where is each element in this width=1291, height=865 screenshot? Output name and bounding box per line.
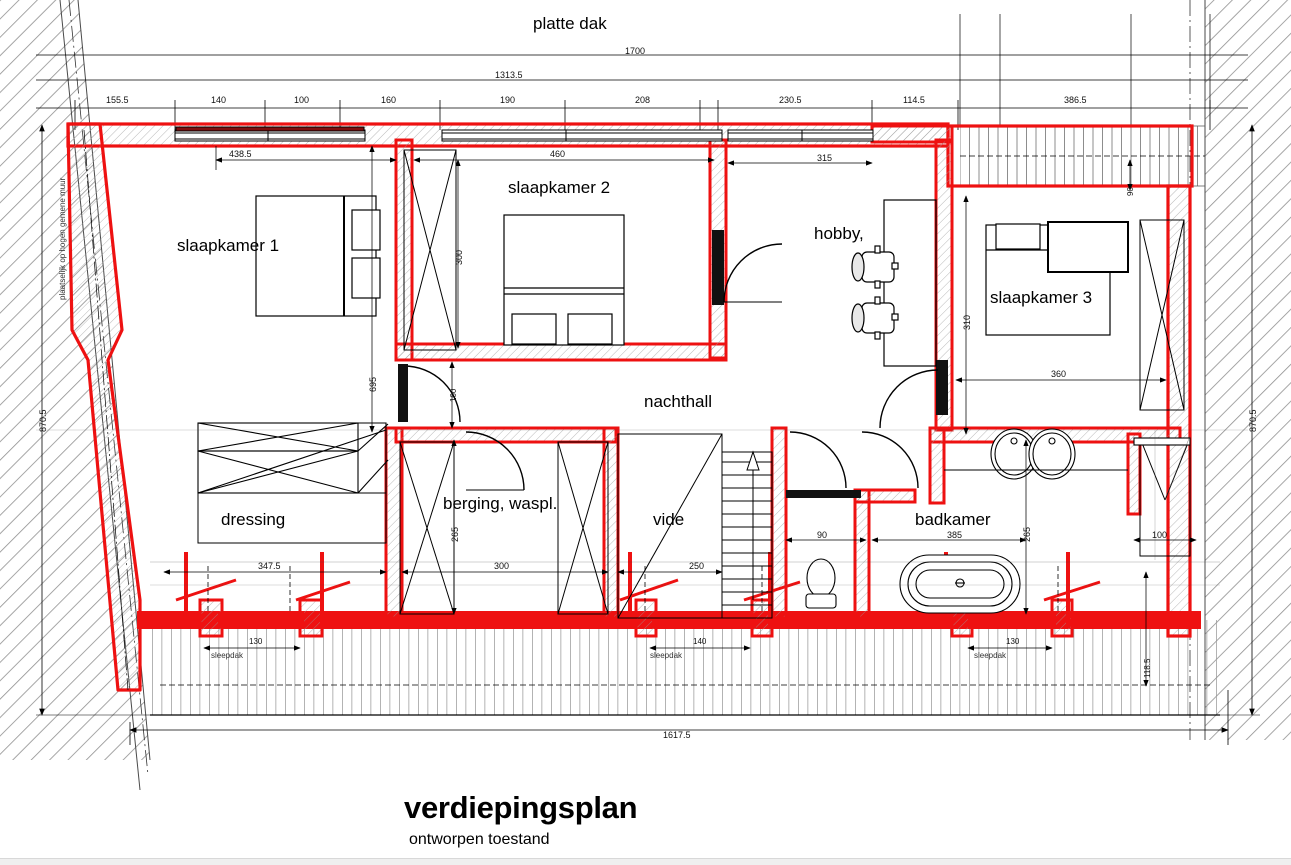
dim-right-height: 870.5 [1248,409,1258,432]
dim-slaapkamer3-depth: 310 [962,314,972,330]
chair-icon [851,245,899,289]
dim-berging-depth: 265 [450,526,460,542]
dim-left-height: 870.5 [38,409,48,432]
dormer-1-label: sleepdak [650,651,683,660]
dim-hobby-width: 315 [817,153,833,163]
staircase [721,450,773,619]
interior-walls [384,124,1182,620]
room-label-badkamer: badkamer [915,510,991,529]
dim-dormer-0-width: 130 [249,637,263,646]
windows [174,126,874,142]
top-construction-lines [36,14,1248,125]
furniture-slaapkamer-1 [255,195,381,317]
dim-chain-2: 100 [294,95,310,105]
dim-slaapkamer2-width: 460 [550,149,566,159]
toilet-fixture [805,558,837,609]
room-label-slaapkamer-3: slaapkamer 3 [990,288,1093,307]
dim-chain-8: 386.5 [1064,95,1087,105]
dim-badkamer-width: 385 [947,530,963,540]
room-label-hobby: hobby, [814,224,864,243]
room-label-dressing: dressing [221,510,286,529]
furniture-dressing [197,422,389,544]
dim-badkamer-depth: 265 [1022,526,1032,542]
roof-slats-right [960,125,1205,187]
dim-slaapkamer1-width: 438.5 [229,149,252,159]
exterior-walls [66,122,1201,692]
dim-chain-4: 190 [500,95,516,105]
dormer-0-label: sleepdak [211,651,244,660]
dim-right-strip: 100 [1152,530,1168,540]
dim-chain-1: 140 [211,95,227,105]
dim-roof-edge: 90 [1126,187,1135,196]
room-label-vide: vide [653,510,685,529]
closet-x-symbols [399,149,1191,615]
dormer-2-label: sleepdak [974,651,1007,660]
drawing-subtitle: ontworpen toestand [409,831,550,848]
door-swings [398,243,939,491]
furniture-slaapkamer-2 [503,214,625,346]
dim-chain-3: 160 [381,95,397,105]
room-label-berging: berging, waspl. [443,494,558,513]
dim-bottom-right-offset: 118.5 [1143,658,1152,678]
dim-dormer-1-width: 140 [693,637,707,646]
chair-icon [851,296,899,340]
bathtub-fixture [899,554,1021,614]
dim-chain-7: 114.5 [903,95,925,105]
dim-slaapkamer1-depth: 695 [368,376,378,392]
dim-slaapkamer2-depth: 300 [454,249,464,265]
dim-berging-width: 300 [494,561,510,571]
room-label-slaapkamer-1: slaapkamer 1 [177,236,280,255]
platte-dak-label: platte dak [533,14,607,33]
footer-strip [0,858,1291,865]
room-label-slaapkamer-2: slaapkamer 2 [508,178,611,197]
furniture-slaapkamer-3 [985,221,1129,336]
interior-dimension-lines [163,145,1197,687]
dim-top-second: 1313.5 [495,70,523,80]
dim-dormer-2-width: 130 [1006,637,1020,646]
dim-dressing-width: 347.5 [258,561,281,571]
dim-chain-5: 208 [635,95,651,105]
room-label-nachthall: nachthall [644,392,713,411]
roof-slats-bottom [150,620,1220,716]
dim-bottom-overall: 1617.5 [663,730,691,740]
dim-door-gap: 100 [449,388,458,402]
dim-chain-6: 230.5 [779,95,802,105]
party-wall-note: plaatselijk op hogen gemene muur [58,177,67,300]
dim-slaapkamer3-width: 360 [1051,369,1067,379]
drawing-title: verdiepingsplan [404,790,638,825]
dim-wc-width: 90 [817,530,828,540]
furniture-hobby [851,199,937,367]
dim-chain-0: 155.5 [106,95,129,105]
dim-top-overall: 1700 [625,46,646,56]
dim-vide-width: 250 [689,561,705,571]
extension-lines [36,429,1248,586]
